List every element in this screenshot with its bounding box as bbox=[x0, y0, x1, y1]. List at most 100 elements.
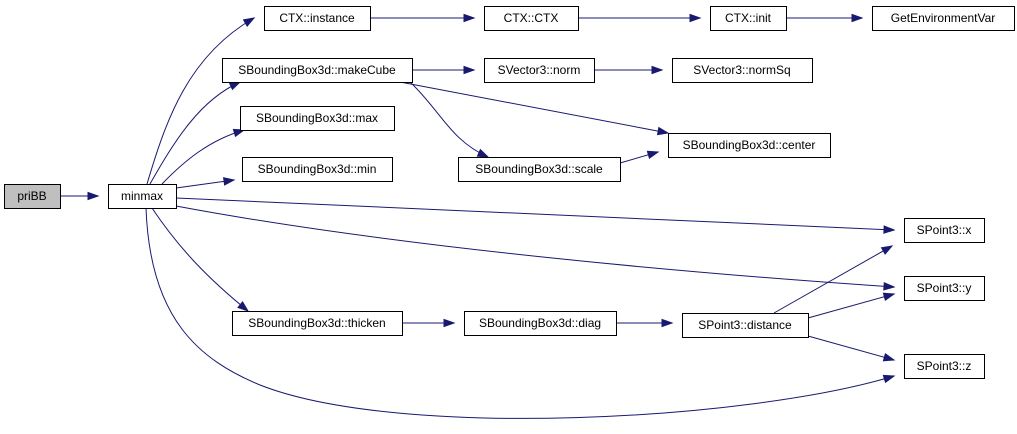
node-label: SBoundingBox3d::center bbox=[683, 138, 816, 152]
arrow-head-icon bbox=[882, 374, 896, 384]
node-box[interactable] bbox=[222, 58, 413, 83]
edges-layer bbox=[60, 13, 896, 419]
node-label: SBoundingBox3d::diag bbox=[479, 316, 601, 330]
arrow-head-icon bbox=[242, 17, 256, 27]
node-label: SPoint3::distance bbox=[698, 318, 792, 332]
node-pz[interactable]: SPoint3::z bbox=[904, 354, 985, 379]
arrow-head-icon bbox=[880, 245, 894, 255]
node-thicken[interactable]: SBoundingBox3d::thicken bbox=[232, 311, 403, 336]
node-ctx-init[interactable]: CTX::init bbox=[710, 6, 787, 31]
node-distance[interactable]: SPoint3::distance bbox=[682, 313, 809, 338]
edge-minmax-to-thicken bbox=[151, 207, 250, 312]
arrow-head-icon bbox=[651, 65, 664, 75]
node-bbmin[interactable]: SBoundingBox3d::min bbox=[242, 157, 393, 182]
node-box[interactable] bbox=[240, 106, 395, 131]
edge-makecube-to-norm bbox=[412, 65, 476, 75]
node-label: CTX::CTX bbox=[504, 11, 559, 25]
node-box[interactable] bbox=[484, 58, 595, 83]
edge-line bbox=[161, 129, 245, 185]
edge-line bbox=[409, 81, 489, 158]
node-px[interactable]: SPoint3::x bbox=[904, 218, 985, 243]
node-box[interactable] bbox=[672, 58, 813, 83]
edge-minmax-to-bbmin bbox=[175, 177, 236, 189]
edge-distance-to-py bbox=[807, 292, 896, 319]
node-label: minmax bbox=[121, 189, 163, 203]
arrow-head-icon bbox=[646, 150, 660, 160]
edge-line bbox=[175, 205, 895, 288]
edge-norm-to-normsq bbox=[594, 65, 664, 75]
node-center[interactable]: SBoundingBox3d::center bbox=[668, 133, 831, 158]
edge-minmax-to-pz bbox=[145, 207, 896, 419]
arrow-head-icon bbox=[661, 318, 674, 328]
arrow-head-icon bbox=[237, 301, 250, 312]
nodes-layer: priBB minmax CTX::instance CTX::CTX CTX::ini… bbox=[4, 6, 1015, 379]
edge-ctx_ctx-to-ctx_init bbox=[578, 13, 702, 23]
node-minmax[interactable]: minmax bbox=[108, 184, 177, 209]
node-label: SPoint3::x bbox=[917, 223, 972, 237]
edge-diag-to-distance bbox=[616, 318, 674, 328]
edge-ctx_init-to-getenv bbox=[786, 13, 864, 23]
arrow-head-icon bbox=[689, 13, 702, 23]
arrow-head-icon bbox=[883, 281, 896, 291]
node-normsq[interactable]: SVector3::normSq bbox=[672, 58, 813, 83]
node-py[interactable]: SPoint3::y bbox=[904, 276, 985, 301]
node-scale[interactable]: SBoundingBox3d::scale bbox=[458, 157, 621, 182]
edge-distance-to-px bbox=[773, 245, 894, 314]
edge-minmax-to-bbmax bbox=[161, 128, 246, 185]
node-box[interactable] bbox=[904, 354, 985, 379]
node-label: SBoundingBox3d::scale bbox=[475, 162, 603, 176]
arrow-head-icon bbox=[883, 225, 896, 234]
node-box[interactable] bbox=[108, 184, 177, 209]
node-getenv[interactable]: GetEnvironmentVar bbox=[872, 6, 1015, 31]
node-box[interactable] bbox=[484, 6, 579, 31]
node-box[interactable] bbox=[682, 313, 809, 338]
arrow-head-icon bbox=[87, 191, 100, 201]
node-ctx-instance[interactable]: CTX::instance bbox=[264, 6, 371, 31]
node-box[interactable] bbox=[464, 311, 617, 336]
arrow-head-icon bbox=[228, 81, 242, 91]
arrow-head-icon bbox=[656, 126, 670, 136]
node-label: priBB bbox=[17, 189, 46, 203]
node-label: SPoint3::z bbox=[917, 359, 972, 373]
node-label: SBoundingBox3d::max bbox=[256, 111, 378, 125]
node-box[interactable] bbox=[904, 276, 985, 301]
edge-ctx_instance-to-ctx_ctx bbox=[370, 13, 476, 23]
node-box[interactable] bbox=[904, 218, 985, 243]
edge-line bbox=[151, 207, 249, 312]
edge-line bbox=[807, 293, 895, 319]
arrow-head-icon bbox=[882, 353, 896, 362]
edge-minmax-to-ctx_instance bbox=[146, 17, 256, 185]
edge-line bbox=[399, 81, 669, 134]
edge-makecube-to-scale bbox=[409, 81, 490, 158]
node-priBB[interactable]: priBB bbox=[4, 184, 61, 209]
arrow-head-icon bbox=[463, 65, 476, 75]
node-bbmax[interactable]: SBoundingBox3d::max bbox=[240, 106, 395, 131]
node-ctx-ctx[interactable]: CTX::CTX bbox=[484, 6, 579, 31]
arrow-head-icon bbox=[463, 13, 476, 23]
node-box[interactable] bbox=[872, 6, 1015, 31]
node-label: CTX::init bbox=[725, 11, 772, 25]
node-makecube[interactable]: SBoundingBox3d::makeCube bbox=[222, 58, 413, 83]
node-box[interactable] bbox=[242, 157, 393, 182]
arrow-head-icon bbox=[851, 13, 864, 23]
node-label: CTX::instance bbox=[279, 11, 355, 25]
node-label: SVector3::normSq bbox=[693, 63, 790, 77]
edge-priBB-to-minmax bbox=[60, 191, 100, 201]
node-box[interactable] bbox=[4, 184, 61, 209]
edge-scale-to-center bbox=[619, 150, 660, 164]
node-box[interactable] bbox=[458, 157, 621, 182]
edge-line bbox=[146, 17, 255, 185]
edge-line bbox=[145, 207, 895, 419]
edge-minmax-to-py bbox=[175, 205, 896, 291]
node-box[interactable] bbox=[710, 6, 787, 31]
node-box[interactable] bbox=[668, 133, 831, 158]
node-diag[interactable]: SBoundingBox3d::diag bbox=[464, 311, 617, 336]
edge-line bbox=[175, 197, 895, 231]
edge-line bbox=[149, 81, 241, 185]
node-box[interactable] bbox=[232, 311, 403, 336]
arrow-head-icon bbox=[882, 292, 896, 301]
node-norm[interactable]: SVector3::norm bbox=[484, 58, 595, 83]
node-box[interactable] bbox=[264, 6, 371, 31]
arrow-head-icon bbox=[223, 177, 236, 186]
